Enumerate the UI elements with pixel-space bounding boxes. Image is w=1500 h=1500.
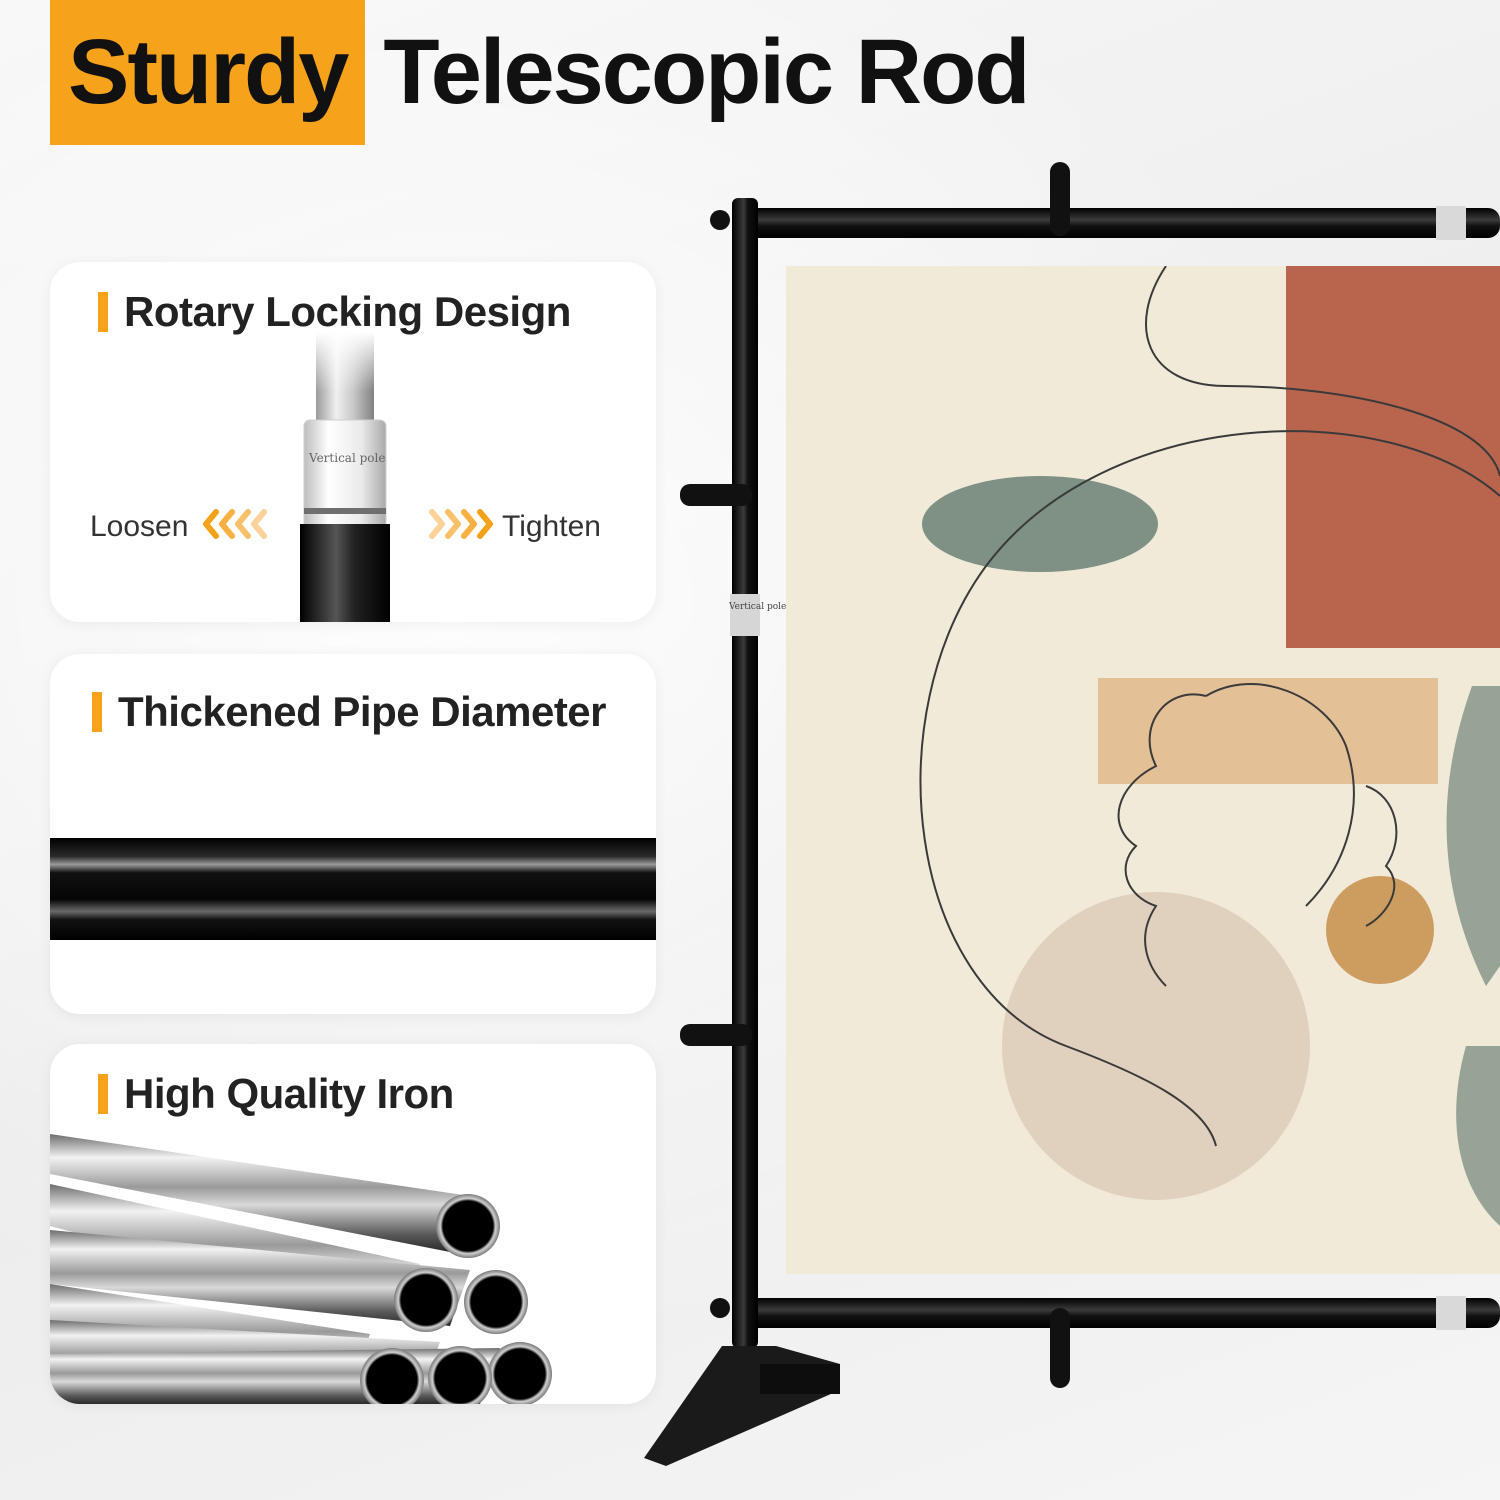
title-accent: Sturdy bbox=[50, 0, 366, 145]
backdrop-fabric bbox=[786, 266, 1500, 1274]
feature-heading: Thickened Pipe Diameter bbox=[92, 688, 607, 736]
feature-card-pipe-diameter: Thickened Pipe Diameter bbox=[50, 654, 656, 1014]
pole-tag: Vertical pole bbox=[309, 451, 386, 465]
feature-title: High Quality Iron bbox=[124, 1070, 454, 1117]
feature-title: Rotary Locking Design bbox=[124, 288, 571, 335]
tighten-label: Tighten bbox=[502, 510, 601, 543]
iron-pipes-stack-image bbox=[50, 1134, 552, 1404]
page-title: Sturdy Telescopic Rod bbox=[50, 0, 1030, 145]
accent-bar bbox=[92, 692, 102, 732]
accent-bar bbox=[98, 292, 108, 332]
thick-pipe-image bbox=[50, 838, 656, 940]
feature-heading: High Quality Iron bbox=[98, 1070, 454, 1118]
feature-heading: Rotary Locking Design bbox=[98, 288, 571, 336]
locking-pole-image bbox=[300, 332, 390, 622]
stand-pole-tag: Vertical pole bbox=[729, 602, 787, 612]
feature-title: Thickened Pipe Diameter bbox=[118, 688, 607, 735]
feature-card-quality-iron: High Quality Iron bbox=[50, 1044, 656, 1404]
line-art-print bbox=[919, 266, 1500, 1226]
loosen-label: Loosen bbox=[90, 510, 189, 543]
feature-card-rotary-locking: Vertical pole Rotary Locking Design Loos… bbox=[50, 262, 656, 622]
chevrons-right-icon bbox=[429, 509, 493, 539]
accent-bar bbox=[98, 1074, 108, 1114]
chevrons-left-icon bbox=[203, 509, 267, 539]
title-rest: Telescopic Rod bbox=[383, 21, 1030, 123]
backdrop-stand bbox=[644, 162, 1500, 1466]
